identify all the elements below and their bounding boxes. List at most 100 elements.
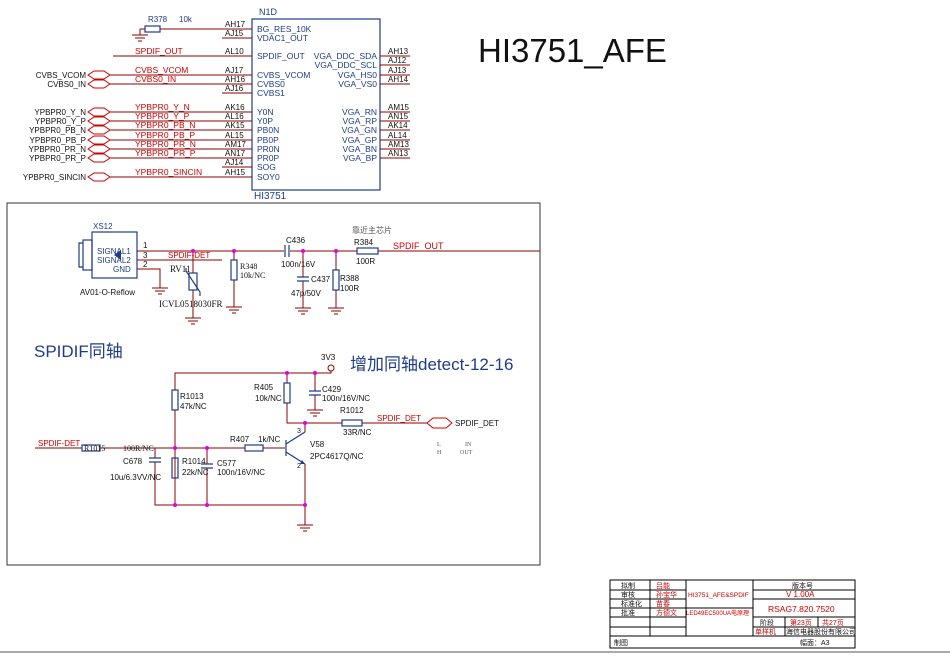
port-symbol [87, 107, 111, 117]
chip-pin-number: AJ12 [388, 56, 407, 65]
rv11-ref: RV11 [170, 264, 190, 274]
xs12-pin2: 2 [143, 260, 148, 269]
chip-pin-label: CVBS_VCOM [257, 70, 310, 80]
truth-h: H [437, 450, 442, 456]
title-block-role: 批准 [621, 608, 635, 617]
net-label: YPBPR0_SINCIN [135, 167, 202, 177]
sheet-title: HI3751_AFE [478, 32, 667, 69]
r348-value: 10k/NC [240, 271, 265, 280]
port-label: YPBPR0_Y_N [34, 108, 86, 117]
chip-pin-label: PR0P [257, 153, 280, 163]
chip-pin-number: AH14 [388, 75, 409, 84]
xs12-pin-gnd: GND [113, 265, 131, 274]
net-label: YPBPR0_PB_P [135, 130, 195, 140]
unit: 单样机 [755, 627, 776, 636]
sheet-size: 幅面：A3 [800, 638, 830, 647]
xs12-pin-signal2: SIGNAL2 [97, 256, 131, 265]
chip-pin-number: AN13 [388, 149, 409, 158]
r384-ref: R384 [354, 238, 374, 247]
chip-ref: N1D [259, 7, 278, 17]
xs12-pin3: 3 [143, 251, 148, 260]
chip-pin-number: AN17 [225, 149, 246, 158]
section-frame [6, 202, 541, 566]
page-total: 共27页 [822, 618, 844, 627]
port-label: YPBPR0_SINCIN [23, 173, 86, 182]
title-block-role: 审核 [621, 590, 635, 599]
net-label: YPBPR0_PR_P [135, 148, 196, 158]
net-spdif-out-2: SPDIF_OUT [393, 241, 444, 251]
port-spdif-det: SPDIF_DET [455, 419, 499, 428]
r1013-ref: R1013 [180, 392, 204, 401]
port-label: YPBPR0_PB_N [29, 126, 86, 135]
title-block-role: 拟制 [621, 581, 635, 590]
chip-pin-number: AL14 [388, 131, 407, 140]
port-symbol [87, 125, 111, 135]
chip-pin-number: AN15 [388, 112, 409, 121]
port-symbol [87, 116, 111, 126]
port-label: CVBS_VCOM [36, 71, 87, 80]
r1013-value: 47k/NC [180, 402, 207, 411]
chip-pin-label: PB0N [257, 125, 279, 135]
chip-pin-label: VGA_GN [342, 125, 377, 135]
chip-pin-number: AM15 [388, 103, 409, 112]
chip-pin-label: VGA_DDC_SDA [314, 51, 378, 61]
spdif-detect-circuit: SPIDIF同轴 增加同轴detect-12-16 3V3 R1013 47k/… [34, 342, 513, 532]
xs12-ref: XS12 [93, 222, 113, 231]
drawn-label: 制图 [614, 638, 628, 647]
version-label: 版本号 [792, 581, 813, 590]
r405-value: 10k/NC [255, 394, 282, 403]
c437-ref: C437 [311, 275, 331, 284]
r1012-value: 33R/NC [343, 428, 372, 437]
c436-ref: C436 [286, 236, 306, 245]
port-symbol [87, 70, 111, 80]
v58-pin-c: 3 [297, 428, 301, 435]
board-name: LED49EC500UA电原理 [686, 609, 749, 617]
c577-value: 100n/16V/NC [217, 468, 265, 477]
chip-pin-number: AM17 [225, 140, 246, 149]
net-label: YPBPR0_PR_N [135, 139, 196, 149]
r407-ref: R407 [230, 435, 250, 444]
c678-ref: C678 [123, 457, 143, 466]
title-block-person: 方德文 [656, 608, 677, 617]
chip-name: HI3751 [254, 191, 287, 202]
r378-ref: R378 [148, 15, 168, 24]
chip-pin-label: VGA_DDC_SCL [315, 60, 378, 70]
chip-pin-number: AL10 [225, 47, 244, 56]
chip-pin-number: AK15 [225, 121, 245, 130]
chip-pin-number: AH13 [388, 47, 409, 56]
net-label: CVBS_VCOM [135, 65, 188, 75]
chip-pin-number: AL15 [225, 131, 244, 140]
r388-ref: R388 [340, 274, 360, 283]
chip-pin-number: AH15 [225, 168, 246, 177]
company: 海信电器股份有限公司 [786, 627, 856, 636]
r1014-ref: R1014 [182, 457, 206, 466]
version: V 1.00A [786, 590, 815, 599]
chip-pin-label: VGA_RP [343, 116, 378, 126]
chip-pin-number: AK14 [388, 121, 408, 130]
chip-pin-number: AJ16 [225, 84, 244, 93]
title-block-person: 苗春 [656, 599, 670, 608]
v58-ref: V58 [310, 440, 325, 449]
port-symbol [87, 153, 111, 163]
chip-pin-number: AL16 [225, 112, 244, 121]
chip-pin-label: VGA_RN [342, 107, 377, 117]
chip-pin-number: AJ17 [225, 66, 244, 75]
r1015-ref: R1015 [84, 444, 105, 453]
rv11-value: ICVL0518030FR [159, 299, 223, 309]
change-note: 增加同轴detect-12-16 [350, 355, 513, 374]
net-spdif-det: SPDIF-DET [168, 251, 210, 260]
placement-note: 靠近主芯片 [352, 225, 392, 235]
net-label: YPBPR0_PB_N [135, 120, 195, 130]
chip-pin-label: PB0P [257, 135, 279, 145]
c577-ref: C577 [217, 459, 237, 468]
truth-out: OUT [460, 450, 473, 456]
r1014-value: 22k/NC [182, 468, 209, 477]
truth-in: IN [465, 442, 472, 448]
port-symbol [87, 172, 111, 182]
page-number: 第23页 [790, 618, 812, 627]
stage-label: 阶段 [760, 618, 774, 627]
chip-pin-number: AJ14 [225, 158, 244, 167]
xs12-pin-signal1: SIGNAL1 [97, 247, 131, 256]
chip-pin-label: VGA_BP [343, 153, 377, 163]
title-block-person: 吕能 [656, 581, 670, 590]
